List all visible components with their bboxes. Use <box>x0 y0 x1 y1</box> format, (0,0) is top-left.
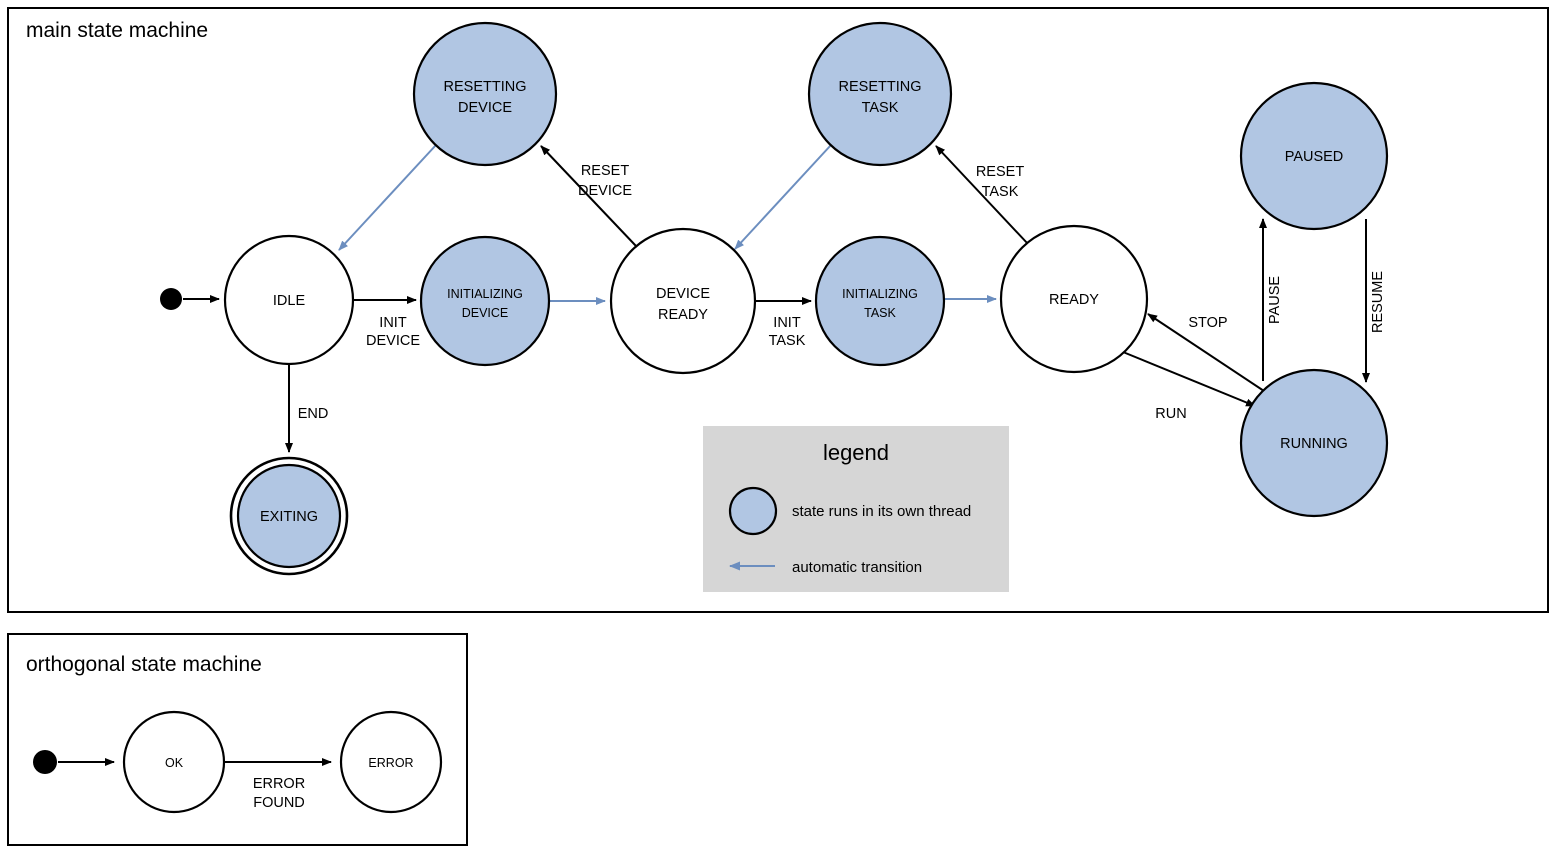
state-ready[interactable]: READY <box>999 224 1149 374</box>
state-device-ready[interactable]: DEVICE READY <box>609 227 757 375</box>
transition-resetting-task-to-device-ready <box>734 144 832 250</box>
edge-label-line2: DEVICE <box>366 333 420 349</box>
state-label-line1: DEVICE <box>656 286 710 302</box>
edge-label-pause: PAUSE <box>1267 276 1283 324</box>
legend-item-thread-state: state runs in its own thread <box>728 486 971 536</box>
state-label-line1: RESETTING <box>444 79 527 95</box>
state-label: PAUSED <box>1285 149 1344 165</box>
transition-running-to-paused: PAUSE <box>1259 218 1283 381</box>
main-machine-title: main state machine <box>26 19 208 42</box>
state-label: EXITING <box>260 509 318 525</box>
state-label-line2: TASK <box>864 306 896 320</box>
state-label-line2: DEVICE <box>462 306 509 320</box>
edge-label-line1: RESET <box>976 164 1024 180</box>
state-error[interactable]: ERROR <box>339 710 443 814</box>
transition-ready-to-resetting-task: RESET TASK <box>935 145 1029 245</box>
edge-label-run: RUN <box>1155 406 1186 422</box>
transition-device-ready-to-resetting-device: RESET DEVICE <box>540 145 637 247</box>
transition-ready-to-running: RUN <box>1122 351 1256 422</box>
orthogonal-initial-state-marker <box>33 750 57 774</box>
thread-state-swatch-icon <box>728 486 778 536</box>
state-label: ERROR <box>368 756 413 770</box>
state-label-line2: DEVICE <box>458 100 512 116</box>
edge-label-line2: TASK <box>982 184 1019 200</box>
transition-idle-to-init-device: INIT DEVICE <box>353 296 420 349</box>
state-initializing-device[interactable]: INITIALIZING DEVICE <box>419 235 551 367</box>
state-label-line2: TASK <box>862 100 899 116</box>
state-label-line2: READY <box>658 307 708 323</box>
state-paused[interactable]: PAUSED <box>1239 81 1389 231</box>
transition-device-ready-to-init-task: INIT TASK <box>755 297 812 349</box>
transition-running-to-ready: STOP <box>1147 313 1265 392</box>
legend: legend state runs in its own thread auto… <box>703 426 1009 592</box>
state-label-line1: RESETTING <box>839 79 922 95</box>
legend-item-auto-transition: automatic transition <box>729 559 922 576</box>
state-exiting[interactable]: EXITING <box>229 456 349 576</box>
state-resetting-device[interactable]: RESETTING DEVICE <box>412 21 558 167</box>
state-label: RUNNING <box>1280 436 1348 452</box>
legend-title: legend <box>823 440 889 465</box>
state-initializing-task[interactable]: INITIALIZING TASK <box>814 235 946 367</box>
orthogonal-machine-title: orthogonal state machine <box>26 653 262 676</box>
edge-label-resume: RESUME <box>1370 271 1386 333</box>
state-ok[interactable]: OK <box>122 710 226 814</box>
state-label-line1: INITIALIZING <box>842 287 918 301</box>
edge-label-line1: RESET <box>581 163 629 179</box>
state-label: IDLE <box>273 293 306 309</box>
state-resetting-task[interactable]: RESETTING TASK <box>807 21 953 167</box>
transition-paused-to-running: RESUME <box>1362 219 1386 383</box>
transition-ok-to-error: ERROR FOUND <box>224 758 332 811</box>
state-idle[interactable]: IDLE <box>223 234 355 366</box>
edge-label-line2: TASK <box>769 333 806 349</box>
state-label: READY <box>1049 292 1099 308</box>
edge-label-end: END <box>298 406 329 422</box>
state-label: OK <box>165 756 184 770</box>
edge-label-line2: DEVICE <box>578 183 632 199</box>
edge-label-line1: ERROR <box>253 776 305 792</box>
state-label-line1: INITIALIZING <box>447 287 523 301</box>
legend-item-label: state runs in its own thread <box>792 503 971 520</box>
edge-label-line2: FOUND <box>253 795 305 811</box>
legend-item-label: automatic transition <box>792 559 922 576</box>
initial-state-marker <box>160 288 182 310</box>
state-running[interactable]: RUNNING <box>1239 368 1389 518</box>
edge-label-line1: INIT <box>773 315 801 331</box>
edge-label-line1: INIT <box>379 315 407 331</box>
transition-resetting-device-to-idle <box>338 144 437 251</box>
edge-label-stop: STOP <box>1188 315 1227 331</box>
transition-idle-to-exiting: END <box>285 364 329 453</box>
